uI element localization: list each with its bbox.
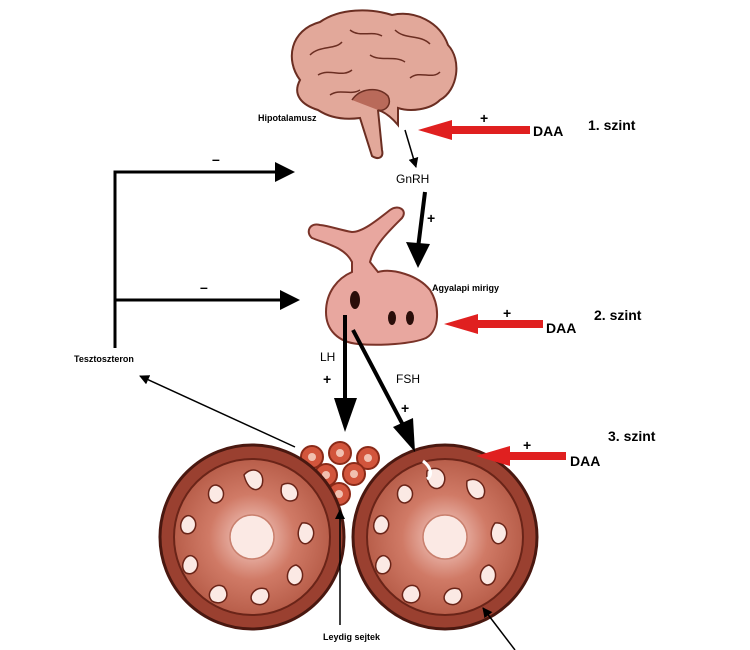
testosterone-arrow [139,375,296,448]
daa-arrow-2 [444,314,543,334]
brain-icon [290,9,458,159]
lh-label: LH [320,350,335,364]
leydig-label: Leydig sejtek [323,632,381,642]
fsh-arrow [351,329,405,426]
hypothalamus-label: Hipotalamusz [258,113,317,123]
fsh-label: FSH [396,372,420,386]
feedback-arrowhead-top [275,162,295,182]
pituitary-icon [307,206,438,346]
tubule-left [158,443,346,631]
plus-sign-fsh: + [401,400,409,416]
gnrh-pituitary-arrowhead [406,242,430,268]
level-3-label: 3. szint [608,428,656,444]
daa-label-3: DAA [570,453,600,469]
daa-arrow-1 [418,120,530,140]
plus-sign-daa-2: + [503,305,511,321]
tubule-right [351,443,539,631]
plus-sign-daa-1: + [480,110,488,126]
plus-sign-gnrh: + [427,210,435,226]
daa-arrow-3 [476,446,566,466]
gnrh-label: GnRH [396,172,429,186]
plus-sign-lh: + [323,371,331,387]
fsh-arrowhead [393,418,415,452]
pituitary-label: Agyalapi mirigy [432,283,499,293]
daa-label-1: DAA [533,123,563,139]
hypothalamus-gnrh-arrow [404,129,419,168]
testosterone-label: Tesztoszteron [74,354,134,364]
level-1-label: 1. szint [588,117,636,133]
lh-arrowhead [334,398,357,432]
plus-sign-daa-3: + [523,437,531,453]
feedback-loop [113,170,280,348]
minus-sign-top: – [212,151,220,167]
level-2-label: 2. szint [594,307,642,323]
tubule-pointer [482,607,516,650]
daa-label-2: DAA [546,320,576,336]
gnrh-pituitary-arrow [416,191,427,249]
minus-sign-mid: – [200,279,208,295]
feedback-arrowhead-mid [280,290,300,310]
